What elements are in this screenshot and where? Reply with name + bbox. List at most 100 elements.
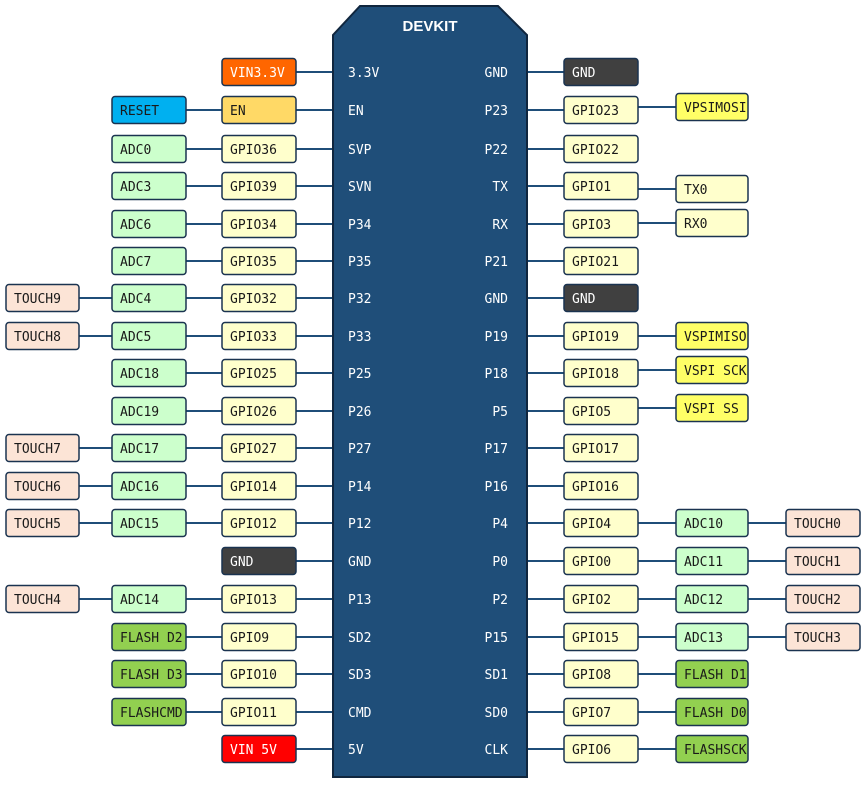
label-box-adc6: [111, 209, 187, 239]
label-text-gpio17: GPIO17: [572, 442, 619, 457]
label-text-vspimiso: VSPIMISO: [684, 330, 747, 345]
label-box-gpio4: [563, 508, 639, 538]
label-box-gpio3: [563, 209, 639, 239]
label-text-touch8: TOUCH8: [14, 330, 61, 345]
label-box-gpio25: [221, 358, 297, 388]
label-text-adc15: ADC15: [120, 517, 159, 532]
board-pin-left-p14: P14: [348, 480, 372, 495]
board-pin-left-en: EN: [348, 104, 364, 119]
label-text-gpio15: GPIO15: [572, 631, 619, 646]
label-box-gpio23: [563, 95, 639, 125]
label-text-adc11: ADC11: [684, 555, 723, 570]
board-pin-left-gnd: GND: [348, 555, 372, 570]
label-box-vin3-3v: [221, 57, 297, 87]
board-pin-left-sd3: SD3: [348, 668, 371, 683]
label-box-gpio26: [221, 396, 297, 426]
label-box-gpio34: [221, 209, 297, 239]
label-text-gpio5: GPIO5: [572, 405, 611, 420]
label-text-adc19: ADC19: [120, 405, 159, 420]
board-pin-right-clk: CLK: [485, 743, 509, 758]
label-box-gpio11: [221, 697, 297, 727]
label-text-adc3: ADC3: [120, 180, 151, 195]
label-box-touch7: [5, 433, 80, 463]
board-pin-right-p22: P22: [485, 143, 508, 158]
label-box-gpio39: [221, 171, 297, 201]
label-box-vspimiso: [675, 321, 749, 351]
board-pin-right-sd0: SD0: [485, 706, 508, 721]
label-box-adc11: [675, 546, 749, 576]
label-text-adc14: ADC14: [120, 593, 159, 608]
label-text-adc0: ADC0: [120, 143, 151, 158]
label-box-adc14: [111, 584, 187, 614]
label-box-gpio15: [563, 622, 639, 652]
label-box-touch0: [785, 508, 861, 538]
board-pin-right-p21: P21: [485, 255, 508, 270]
label-text-gpio6: GPIO6: [572, 743, 611, 758]
board-pin-labels: 3.3VENSVPSVNP34P35P32P33P25P26P27P14P12G…: [348, 66, 508, 758]
board-pin-left-p12: P12: [348, 517, 371, 532]
label-text-touch9: TOUCH9: [14, 292, 61, 307]
label-box-adc15: [111, 508, 187, 538]
label-text-touch7: TOUCH7: [14, 442, 61, 457]
label-text-flash-d0: FLASH D0: [684, 706, 747, 721]
label-text-gnd: GND: [572, 66, 596, 81]
board-pin-right-rx: RX: [492, 218, 508, 233]
board-pin-left-p35: P35: [348, 255, 371, 270]
label-box-vspi-ss: [675, 393, 749, 423]
board-title: DEVKIT: [402, 18, 457, 35]
label-box-flashcmd: [111, 697, 187, 727]
label-box-gpio0: [563, 546, 639, 576]
board-pin-right-p15: P15: [485, 631, 508, 646]
label-text-gpio21: GPIO21: [572, 255, 619, 270]
board-pin-left-p13: P13: [348, 593, 371, 608]
label-text-gpio25: GPIO25: [230, 367, 277, 382]
label-text-gpio36: GPIO36: [230, 143, 277, 158]
label-text-gpio1: GPIO1: [572, 180, 611, 195]
label-text-vin3-3v: VIN3.3V: [230, 66, 285, 81]
label-text-adc4: ADC4: [120, 292, 151, 307]
label-box-gnd: [563, 57, 639, 87]
label-box-gpio22: [563, 134, 639, 164]
board-pin-left-svn: SVN: [348, 180, 371, 195]
label-box-touch4: [5, 584, 80, 614]
board-pin-left-cmd: CMD: [348, 706, 372, 721]
label-text-touch2: TOUCH2: [794, 593, 841, 608]
label-box-adc13: [675, 622, 749, 652]
label-text-gnd: GND: [230, 555, 254, 570]
label-box-adc0: [111, 134, 187, 164]
board-pin-left-svp: SVP: [348, 143, 372, 158]
board-pin-left-p27: P27: [348, 442, 371, 457]
label-text-touch4: TOUCH4: [14, 593, 61, 608]
label-text-gpio4: GPIO4: [572, 517, 611, 532]
board-pin-right-p23: P23: [485, 104, 508, 119]
label-text-touch0: TOUCH0: [794, 517, 841, 532]
label-text-adc12: ADC12: [684, 593, 723, 608]
label-box-gpio16: [563, 471, 639, 501]
devkit-board: [332, 5, 528, 778]
label-box-gpio14: [221, 471, 297, 501]
label-text-gpio7: GPIO7: [572, 706, 611, 721]
board-pin-right-gnd: GND: [485, 292, 509, 307]
connector-wires: [79, 71, 786, 750]
label-box-touch3: [785, 622, 861, 652]
label-box-adc18: [111, 358, 187, 388]
label-text-flash-d1: FLASH D1: [684, 668, 747, 683]
label-box-adc5: [111, 321, 187, 351]
board-pin-right-p19: P19: [485, 330, 508, 345]
label-text-gpio23: GPIO23: [572, 104, 619, 119]
label-text-gpio11: GPIO11: [230, 706, 277, 721]
label-text-gpio34: GPIO34: [230, 218, 277, 233]
board-pin-left-5v: 5V: [348, 743, 364, 758]
board-pin-left-p32: P32: [348, 292, 371, 307]
label-box-gpio21: [563, 246, 639, 276]
board-pin-right-p0: P0: [492, 555, 508, 570]
label-text-vin-5v: VIN 5V: [230, 743, 277, 758]
label-text-gnd: GND: [572, 292, 596, 307]
label-text-gpio14: GPIO14: [230, 480, 277, 495]
label-text-gpio19: GPIO19: [572, 330, 619, 345]
label-box-gpio35: [221, 246, 297, 276]
board-pin-left-p33: P33: [348, 330, 371, 345]
label-box-flash-d1: [675, 659, 749, 689]
label-box-adc12: [675, 584, 749, 614]
label-text-gpio27: GPIO27: [230, 442, 277, 457]
